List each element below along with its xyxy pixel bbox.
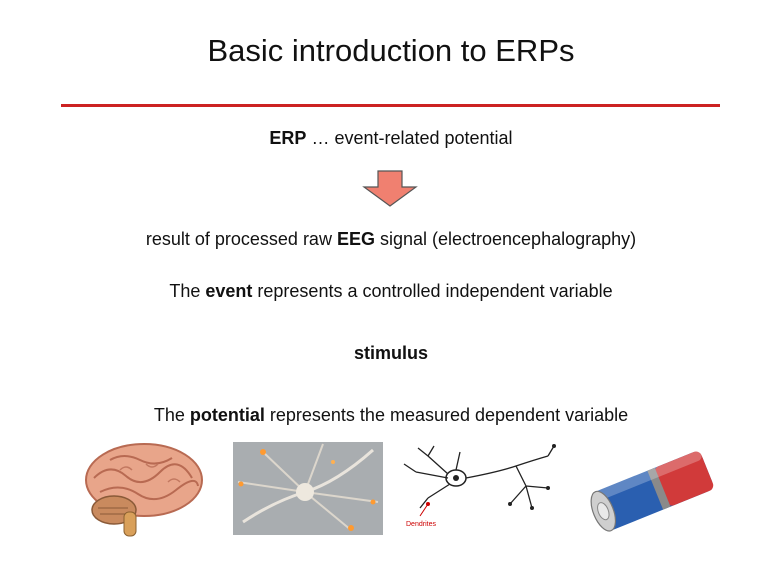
title-divider (61, 104, 720, 107)
eeg-result-line: result of processed raw EEG signal (elec… (0, 229, 782, 250)
neuron-diagram-image: Dendrites (398, 442, 558, 538)
event-line: The event represents a controlled indepe… (0, 281, 782, 302)
event-text-post: represents a controlled independent vari… (252, 281, 613, 301)
brain-image (85, 443, 203, 537)
battery-image (590, 451, 714, 532)
down-arrow-icon (362, 170, 418, 207)
erp-definition: ERP … event-related potential (0, 128, 782, 149)
slide-title: Basic introduction to ERPs (207, 33, 575, 68)
potential-text-post: represents the measured dependent variab… (264, 405, 629, 425)
event-term: event (205, 281, 253, 301)
stimulus-label: stimulus (353, 343, 428, 363)
result-text-post: signal (electroencephalography) (374, 229, 637, 249)
event-text-pre: The (169, 281, 206, 301)
potential-line: The potential represents the measured de… (0, 405, 782, 426)
result-text-pre: result of processed raw (145, 229, 337, 249)
neurons-image (233, 442, 383, 535)
eeg-term: EEG (336, 229, 375, 249)
erp-term: ERP (269, 128, 307, 148)
erp-expansion: … event-related potential (306, 128, 513, 148)
dendrites-label: Dendrites (406, 521, 436, 528)
potential-text-pre: The (153, 405, 190, 425)
potential-term: potential (189, 405, 265, 425)
